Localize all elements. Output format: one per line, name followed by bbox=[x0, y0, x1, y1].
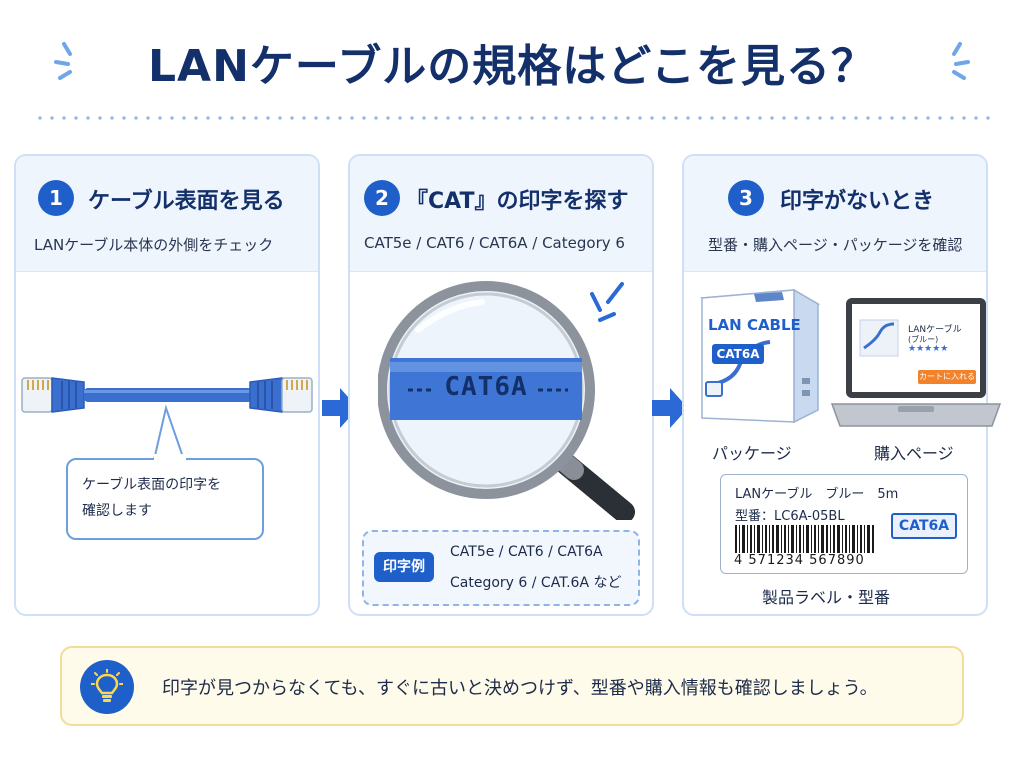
lan-cable-illustration bbox=[21, 377, 313, 413]
step-2-number-badge: 2 bbox=[364, 180, 400, 216]
product-label-caption: 製品ラベル・型番 bbox=[762, 588, 891, 607]
step-2-title: 『CAT』の印字を探す bbox=[406, 189, 629, 214]
step-1-number-badge: 1 bbox=[38, 180, 74, 216]
print-example-box: 印字例 CAT5e / CAT6 / CAT6A Category 6 / CA… bbox=[362, 530, 640, 606]
barcode-number: 4 571234 567890 bbox=[731, 553, 868, 568]
page-title: LANケーブルの規格はどこを見る？ bbox=[148, 41, 876, 92]
lightbulb-icon-circle bbox=[80, 660, 134, 714]
laptop-product-variant: (ブルー) bbox=[908, 335, 939, 344]
tip-banner: 印字が見つからなくても、すぐに古いと決めつけず、型番や購入情報も確認しましょう。 bbox=[60, 646, 964, 726]
step-1-title: ケーブル表面を見る bbox=[88, 189, 285, 214]
lightbulb-icon bbox=[91, 669, 123, 702]
product-label-line-1: LANケーブル ブルー 5m bbox=[735, 487, 899, 502]
step-3-subtitle: 型番・購入ページ・パッケージを確認 bbox=[708, 236, 963, 254]
title-sparkle-right-icon bbox=[952, 42, 970, 80]
step-3-header bbox=[684, 156, 986, 272]
laptop-product-name: LANケーブル bbox=[908, 325, 962, 335]
barcode-icon bbox=[735, 525, 874, 553]
magnified-cat-print: CAT6A bbox=[444, 372, 528, 402]
laptop-rating-stars: ★★★★★ bbox=[908, 344, 949, 354]
callout-line-1: ケーブル表面の印字を bbox=[82, 477, 222, 493]
laptop-illustration bbox=[830, 298, 1002, 427]
step-2-subtitle: CAT5e / CAT6 / CAT6A / Category 6 bbox=[364, 234, 625, 252]
callout-pointer bbox=[153, 404, 185, 461]
magnifier-icon bbox=[378, 281, 635, 520]
product-label: LANケーブル ブルー 5m 型番：LC6A-05BL 4 571234 567… bbox=[720, 474, 968, 574]
step-3-number-badge: 3 bbox=[728, 180, 764, 216]
laptop-cart-button: カートに入れる bbox=[918, 370, 976, 384]
product-label-line-2: 型番：LC6A-05BL bbox=[735, 509, 845, 524]
package-brand: LAN CABLE bbox=[708, 316, 801, 334]
package-caption: パッケージ bbox=[712, 444, 792, 463]
callout-bubble: ケーブル表面の印字を 確認します bbox=[66, 458, 264, 540]
arrow-right-icon bbox=[652, 388, 688, 428]
step-1-subtitle: LANケーブル本体の外側をチェック bbox=[34, 236, 274, 254]
callout-pointer-cover bbox=[154, 454, 186, 462]
laptop-caption: 購入ページ bbox=[874, 444, 954, 463]
print-example-tag: 印字例 bbox=[374, 552, 434, 582]
callout-line-2: 確認します bbox=[82, 503, 152, 519]
print-example-line-2: Category 6 / CAT.6A など bbox=[450, 575, 622, 591]
print-example-line-1: CAT5e / CAT6 / CAT6A bbox=[450, 544, 603, 560]
product-label-cat-badge: CAT6A bbox=[891, 513, 957, 539]
title-sparkle-left-icon bbox=[54, 42, 72, 80]
package-cat-badge: CAT6A bbox=[712, 344, 764, 364]
step-1-header bbox=[16, 156, 318, 272]
tip-text: 印字が見つからなくても、すぐに古いと決めつけず、型番や購入情報も確認しましょう。 bbox=[162, 678, 878, 699]
step-3-title: 印字がないとき bbox=[780, 189, 935, 214]
title-divider bbox=[34, 116, 990, 120]
step-2-header bbox=[350, 156, 652, 272]
